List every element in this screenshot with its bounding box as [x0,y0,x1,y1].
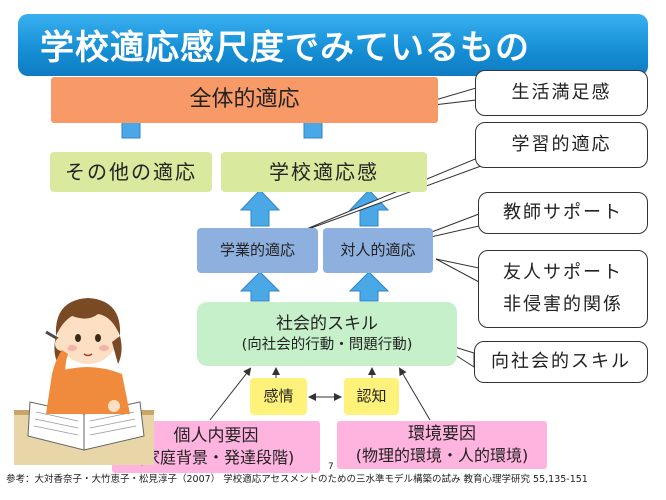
callout-prosocial-skill: 向社会的スキル [474,341,648,383]
callout-non-aggressive-label: 非侵害的関係 [503,294,623,315]
school-adaptation-box: 学校適応感 [221,152,427,192]
callout-teacher-support: 教師サポート [478,192,648,234]
callout-life-satisfaction: 生活満足感 [475,70,648,116]
page-number: 7 [328,462,334,472]
environment-factor-box: 環境要因 (物理的環境・人的環境) [337,421,547,469]
callout-friend-support-label: 友人サポート [503,261,623,283]
individual-factor-sublabel: (家庭背景・発達段階) [137,447,295,467]
social-skill-sublabel: (向社会的行動・問題行動) [241,336,413,353]
up-arrow-academic-to-school [239,189,281,227]
pointer-friend-support [435,258,480,283]
environment-factor-sublabel: (物理的環境・人的環境) [355,445,529,465]
interpersonal-adaptation-box: 対人的適応 [323,228,433,273]
student-studying-illustration [14,298,154,465]
emotion-box: 感情 [250,378,307,415]
up-arrow-skill-to-interpersonal [348,271,390,302]
page-title: 学校適応感尺度でみているもの [40,28,530,68]
cognition-box: 認知 [344,378,399,415]
arrow-environment-to-skill [398,367,431,421]
up-arrow-skill-to-academic [239,271,281,302]
academic-adaptation-box: 学業的適応 [197,228,318,273]
title-bar [18,14,648,76]
individual-factor-label: 個人内要因 [173,426,259,447]
other-adaptation-box: その他の適応 [50,152,212,192]
reference-footer: 参考：大対香奈子・大竹恵子・松見淳子（2007） 学校適応アセスメントのための三… [6,474,588,485]
social-skill-box: 社会的スキル (向社会的行動・問題行動) [197,302,457,366]
social-skill-label: 社会的スキル [276,314,378,335]
up-arrow-interpersonal-to-school [348,189,390,227]
arrow-individual-to-skill [209,367,252,421]
callout-learning-adaptation: 学習的適応 [475,122,648,168]
callout-friend-support: 友人サポート 非侵害的関係 [478,250,648,328]
overall-adaptation-box: 全体的適応 [51,77,438,123]
environment-factor-label: 環境要因 [408,424,476,445]
